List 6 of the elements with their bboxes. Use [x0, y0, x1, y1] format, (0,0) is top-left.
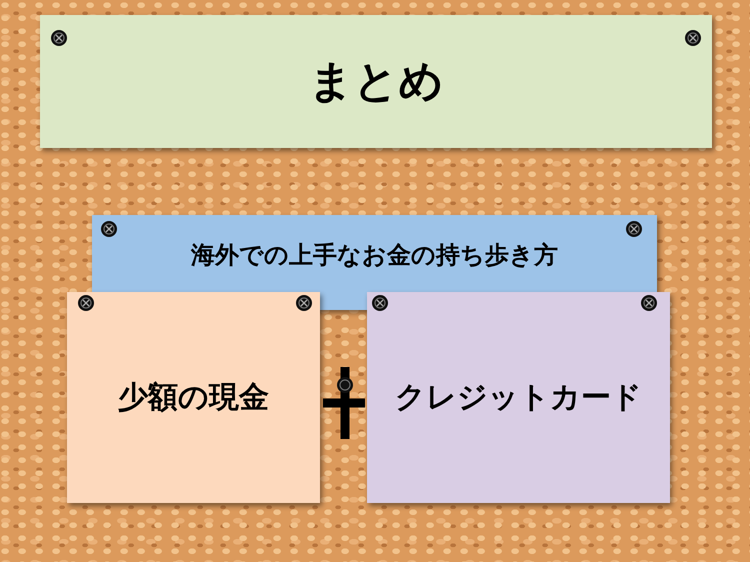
sticky-note [67, 292, 320, 503]
note-text: 少額の現金 [118, 379, 269, 417]
sticky-note [367, 292, 670, 503]
note-text: 海外での上手なお金の持ち歩き方 [191, 240, 558, 270]
note-text: クレジットカード [395, 379, 642, 417]
title: まとめ [308, 55, 444, 109]
